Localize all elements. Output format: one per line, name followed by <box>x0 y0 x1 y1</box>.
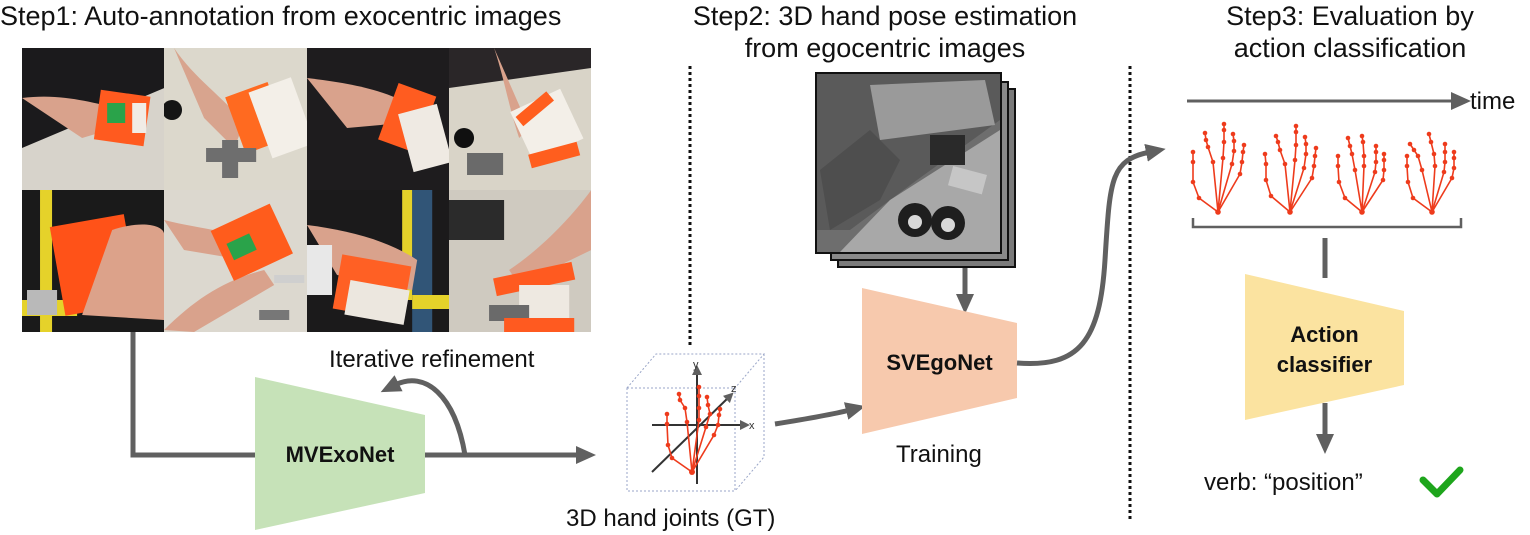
exocentric-image <box>22 190 165 332</box>
action-classifier-label: Action classifier <box>1245 320 1404 380</box>
axis-z-label: z <box>731 383 737 395</box>
sequence-bracket <box>1191 218 1463 229</box>
time-label: time <box>1470 88 1516 115</box>
axis-y-label: y <box>693 359 699 371</box>
svegonet-to-step3-arrow <box>1016 143 1166 367</box>
gt-hand-joints-figure: y x z <box>626 353 766 492</box>
hand-skeleton <box>1335 133 1387 215</box>
result-verb-label: verb: “position” <box>1204 469 1363 496</box>
hand-skeleton <box>1190 121 1247 215</box>
gt-joints-label: 3D hand joints (GT) <box>566 505 776 532</box>
mvexonet-block <box>255 377 425 530</box>
training-label: Training <box>896 441 982 468</box>
exocentric-image <box>448 190 591 332</box>
egocentric-image-stack <box>815 72 1016 268</box>
exocentric-image <box>22 48 165 190</box>
svegonet-label: SVEgoNet <box>886 350 993 375</box>
predicted-hand-skeletons <box>1190 121 1457 215</box>
mvexonet-label: MVExoNet <box>285 442 395 467</box>
step1-title: Step1: Auto-annotation from exocentric i… <box>0 1 562 31</box>
step1-flow-arrow <box>130 332 596 464</box>
hand-skeleton <box>1404 131 1457 215</box>
svegonet-block <box>862 288 1017 434</box>
step3-title-line1: Step3: Evaluation by <box>1226 1 1474 31</box>
exocentric-image <box>164 190 307 332</box>
step2-title: Step2: 3D hand pose estimation from egoc… <box>690 0 1080 64</box>
exocentric-image <box>306 48 449 190</box>
step3-title: Step3: Evaluation by action classificati… <box>1180 0 1520 64</box>
exocentric-image <box>306 190 449 332</box>
step3-title-line2: action classification <box>1233 33 1467 63</box>
gt-to-svegonet-arrow <box>774 402 866 427</box>
iterative-refinement-label: Iterative refinement <box>329 346 535 373</box>
action-classifier-label-line1: Action <box>1290 322 1359 347</box>
action-classifier-label-line2: classifier <box>1276 352 1373 377</box>
check-icon <box>1419 466 1464 498</box>
hand-skeleton <box>1262 123 1319 215</box>
exocentric-image <box>164 48 307 190</box>
action-classifier-block <box>1245 274 1404 420</box>
step2-title-line1: Step2: 3D hand pose estimation <box>692 1 1078 31</box>
step2-title-line2: from egocentric images <box>744 33 1026 63</box>
axis-x-label: x <box>749 420 755 432</box>
iterative-refinement-arrow <box>380 375 468 456</box>
exocentric-image-grid <box>22 48 591 332</box>
exocentric-image <box>448 48 591 190</box>
